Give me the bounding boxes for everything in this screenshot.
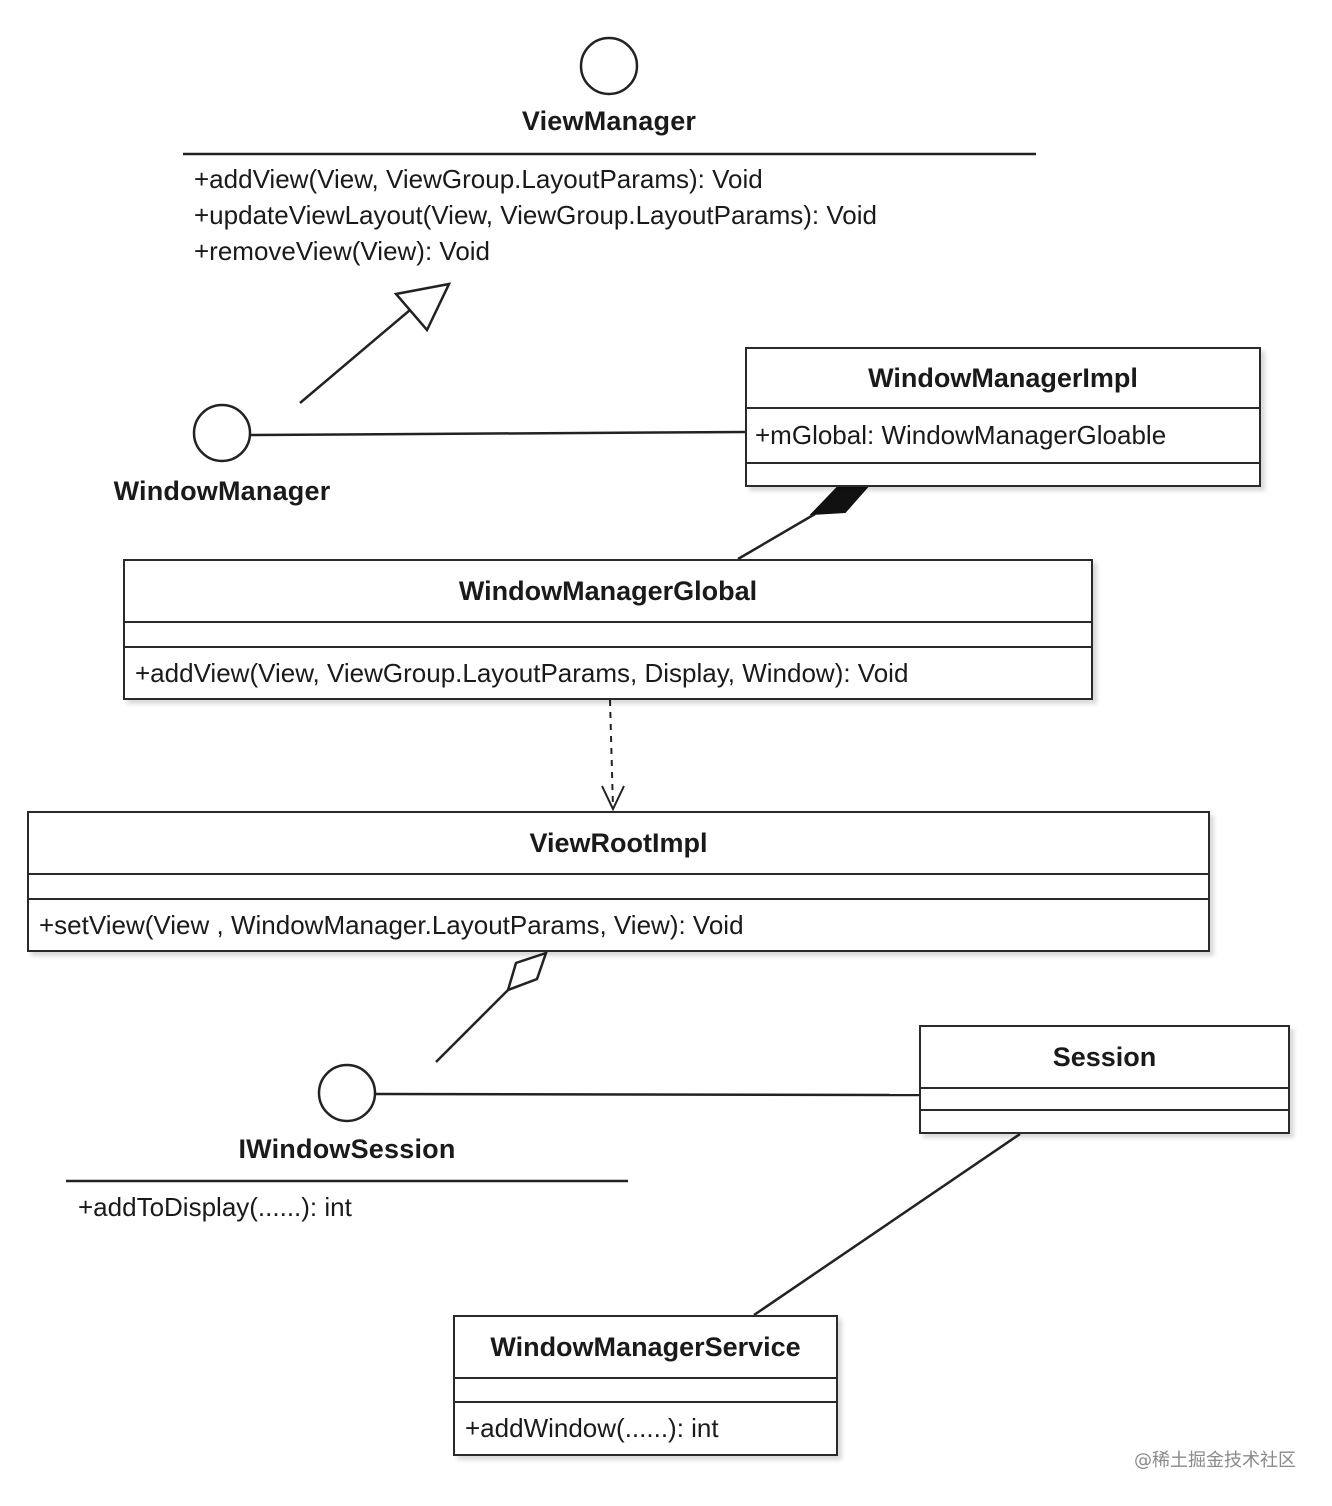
windowmanagerservice-method: +addWindow(......): int	[465, 1412, 719, 1443]
iwindowsession-method: +addToDisplay(......): int	[78, 1192, 352, 1222]
iwindowsession-interface-name: IWindowSession	[238, 1134, 456, 1164]
windowmanagerimpl-class-name: WindowManagerImpl	[747, 349, 1259, 409]
session-class: Session	[919, 1025, 1290, 1134]
windowmanagerservice-attributes	[455, 1379, 836, 1403]
viewmanager-method: +updateViewLayout(View, ViewGroup.Layout…	[194, 200, 877, 230]
composition-line	[737, 512, 816, 561]
generalization-line	[299, 309, 411, 404]
viewmanager-method: +removeView(View): Void	[194, 236, 491, 266]
association-line	[753, 1132, 1021, 1317]
aggregation-line	[435, 989, 509, 1063]
windowmanagerglobal-class: WindowManagerGlobal +addView(View, ViewG…	[123, 559, 1093, 700]
session-attributes	[921, 1089, 1288, 1111]
viewmanager-method: +addView(View, ViewGroup.LayoutParams): …	[194, 164, 763, 194]
windowmanagerservice-class: WindowManagerService +addWindow(......):…	[453, 1315, 838, 1456]
viewrootimpl-attributes	[29, 875, 1208, 900]
windowmanager-interface-circle	[192, 403, 252, 463]
windowmanagerimpl-class: WindowManagerImpl +mGlobal: WindowManage…	[745, 347, 1261, 487]
session-class-name: Session	[921, 1027, 1288, 1089]
windowmanager-interface-name: WindowManager	[113, 476, 331, 506]
windowmanagerglobal-attributes	[125, 623, 1091, 648]
viewrootimpl-method: +setView(View , WindowManager.LayoutPara…	[39, 909, 744, 940]
composition-diamond	[809, 484, 871, 516]
generalization-arrowhead	[393, 282, 452, 333]
viewrootimpl-class-name: ViewRootImpl	[29, 813, 1208, 875]
aggregation-diamond	[506, 951, 549, 993]
dependency-line	[609, 699, 614, 809]
windowmanagerimpl-attribute: +mGlobal: WindowManagerGloable	[747, 409, 1259, 464]
windowmanagerglobal-class-name: WindowManagerGlobal	[125, 561, 1091, 623]
viewrootimpl-class: ViewRootImpl +setView(View , WindowManag…	[27, 811, 1210, 952]
viewmanager-interface-circle	[579, 36, 639, 96]
windowmanagerglobal-method: +addView(View, ViewGroup.LayoutParams, D…	[135, 657, 909, 688]
watermark: @稀土掘金技术社区	[1134, 1450, 1296, 1471]
windowmanager-realization-line	[249, 430, 747, 437]
dependency-arrowhead	[601, 785, 625, 812]
viewmanager-interface-name: ViewManager	[521, 106, 697, 136]
windowmanagerservice-class-name: WindowManagerService	[455, 1317, 836, 1379]
iwindowsession-realization-line	[374, 1092, 921, 1097]
iwindowsession-interface-circle	[317, 1063, 377, 1123]
